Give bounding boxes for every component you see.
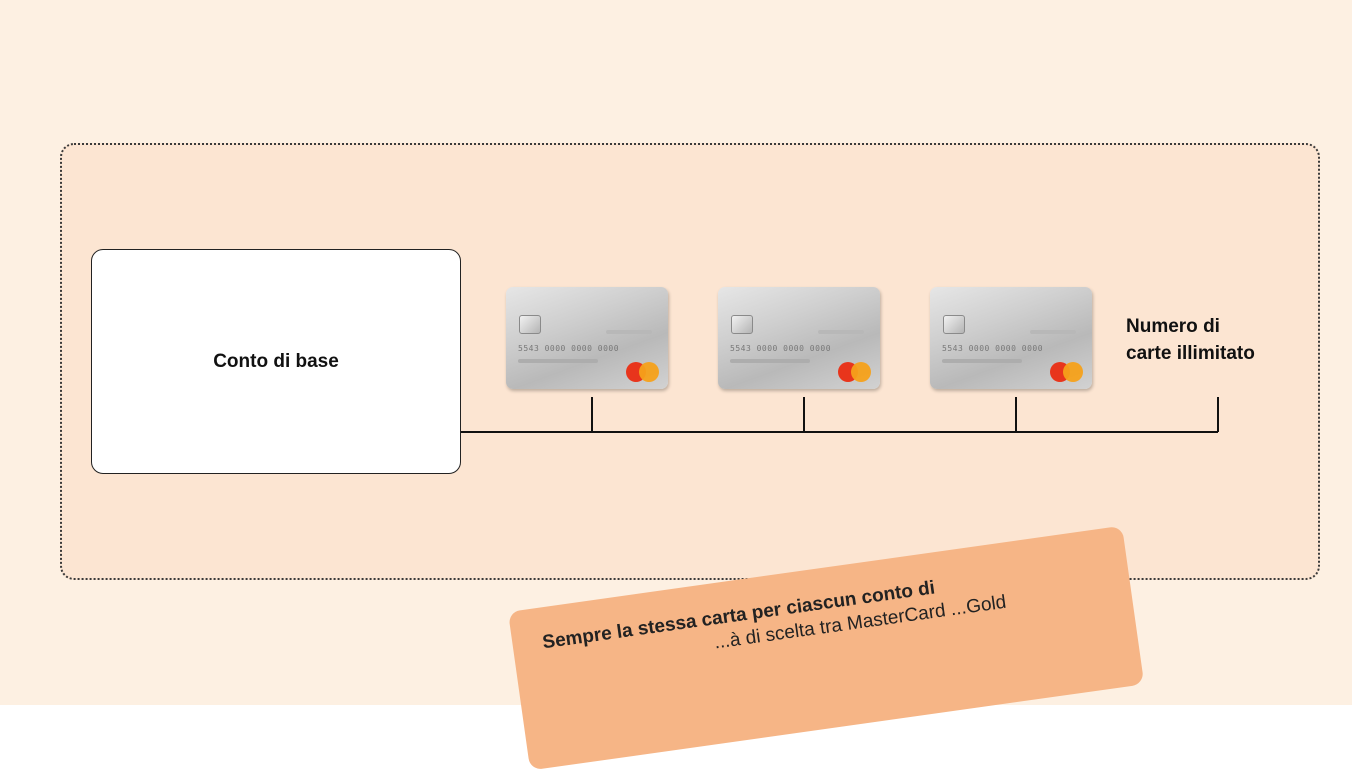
card-number: 5543 0000 0000 0000 bbox=[942, 344, 1044, 353]
mastercard-logo-icon bbox=[851, 362, 871, 382]
credit-card-3: 5543 0000 0000 0000 bbox=[930, 287, 1092, 389]
card-number: 5543 0000 0000 0000 bbox=[518, 344, 620, 353]
mastercard-logo-icon bbox=[1063, 362, 1083, 382]
card-brand-mark bbox=[606, 330, 652, 334]
card-brand-mark bbox=[818, 330, 864, 334]
card-holder-mark bbox=[730, 359, 810, 363]
chip-icon bbox=[519, 315, 541, 334]
chip-icon bbox=[943, 315, 965, 334]
credit-card-1: 5543 0000 0000 0000 bbox=[506, 287, 668, 389]
connector-lines bbox=[461, 397, 1219, 433]
card-number: 5543 0000 0000 0000 bbox=[730, 344, 832, 353]
unlimited-cards-label-line1: Numero di bbox=[1126, 316, 1220, 337]
card-holder-mark bbox=[518, 359, 598, 363]
unlimited-cards-label: Numero di carte illimitato bbox=[1126, 313, 1255, 367]
card-brand-mark bbox=[1030, 330, 1076, 334]
credit-card-2: 5543 0000 0000 0000 bbox=[718, 287, 880, 389]
base-account-label: Conto di base bbox=[213, 350, 339, 372]
unlimited-cards-label-line2: carte illimitato bbox=[1126, 343, 1255, 364]
chip-icon bbox=[731, 315, 753, 334]
mastercard-logo-icon bbox=[639, 362, 659, 382]
base-account-box: Conto di base bbox=[91, 249, 461, 474]
card-holder-mark bbox=[942, 359, 1022, 363]
